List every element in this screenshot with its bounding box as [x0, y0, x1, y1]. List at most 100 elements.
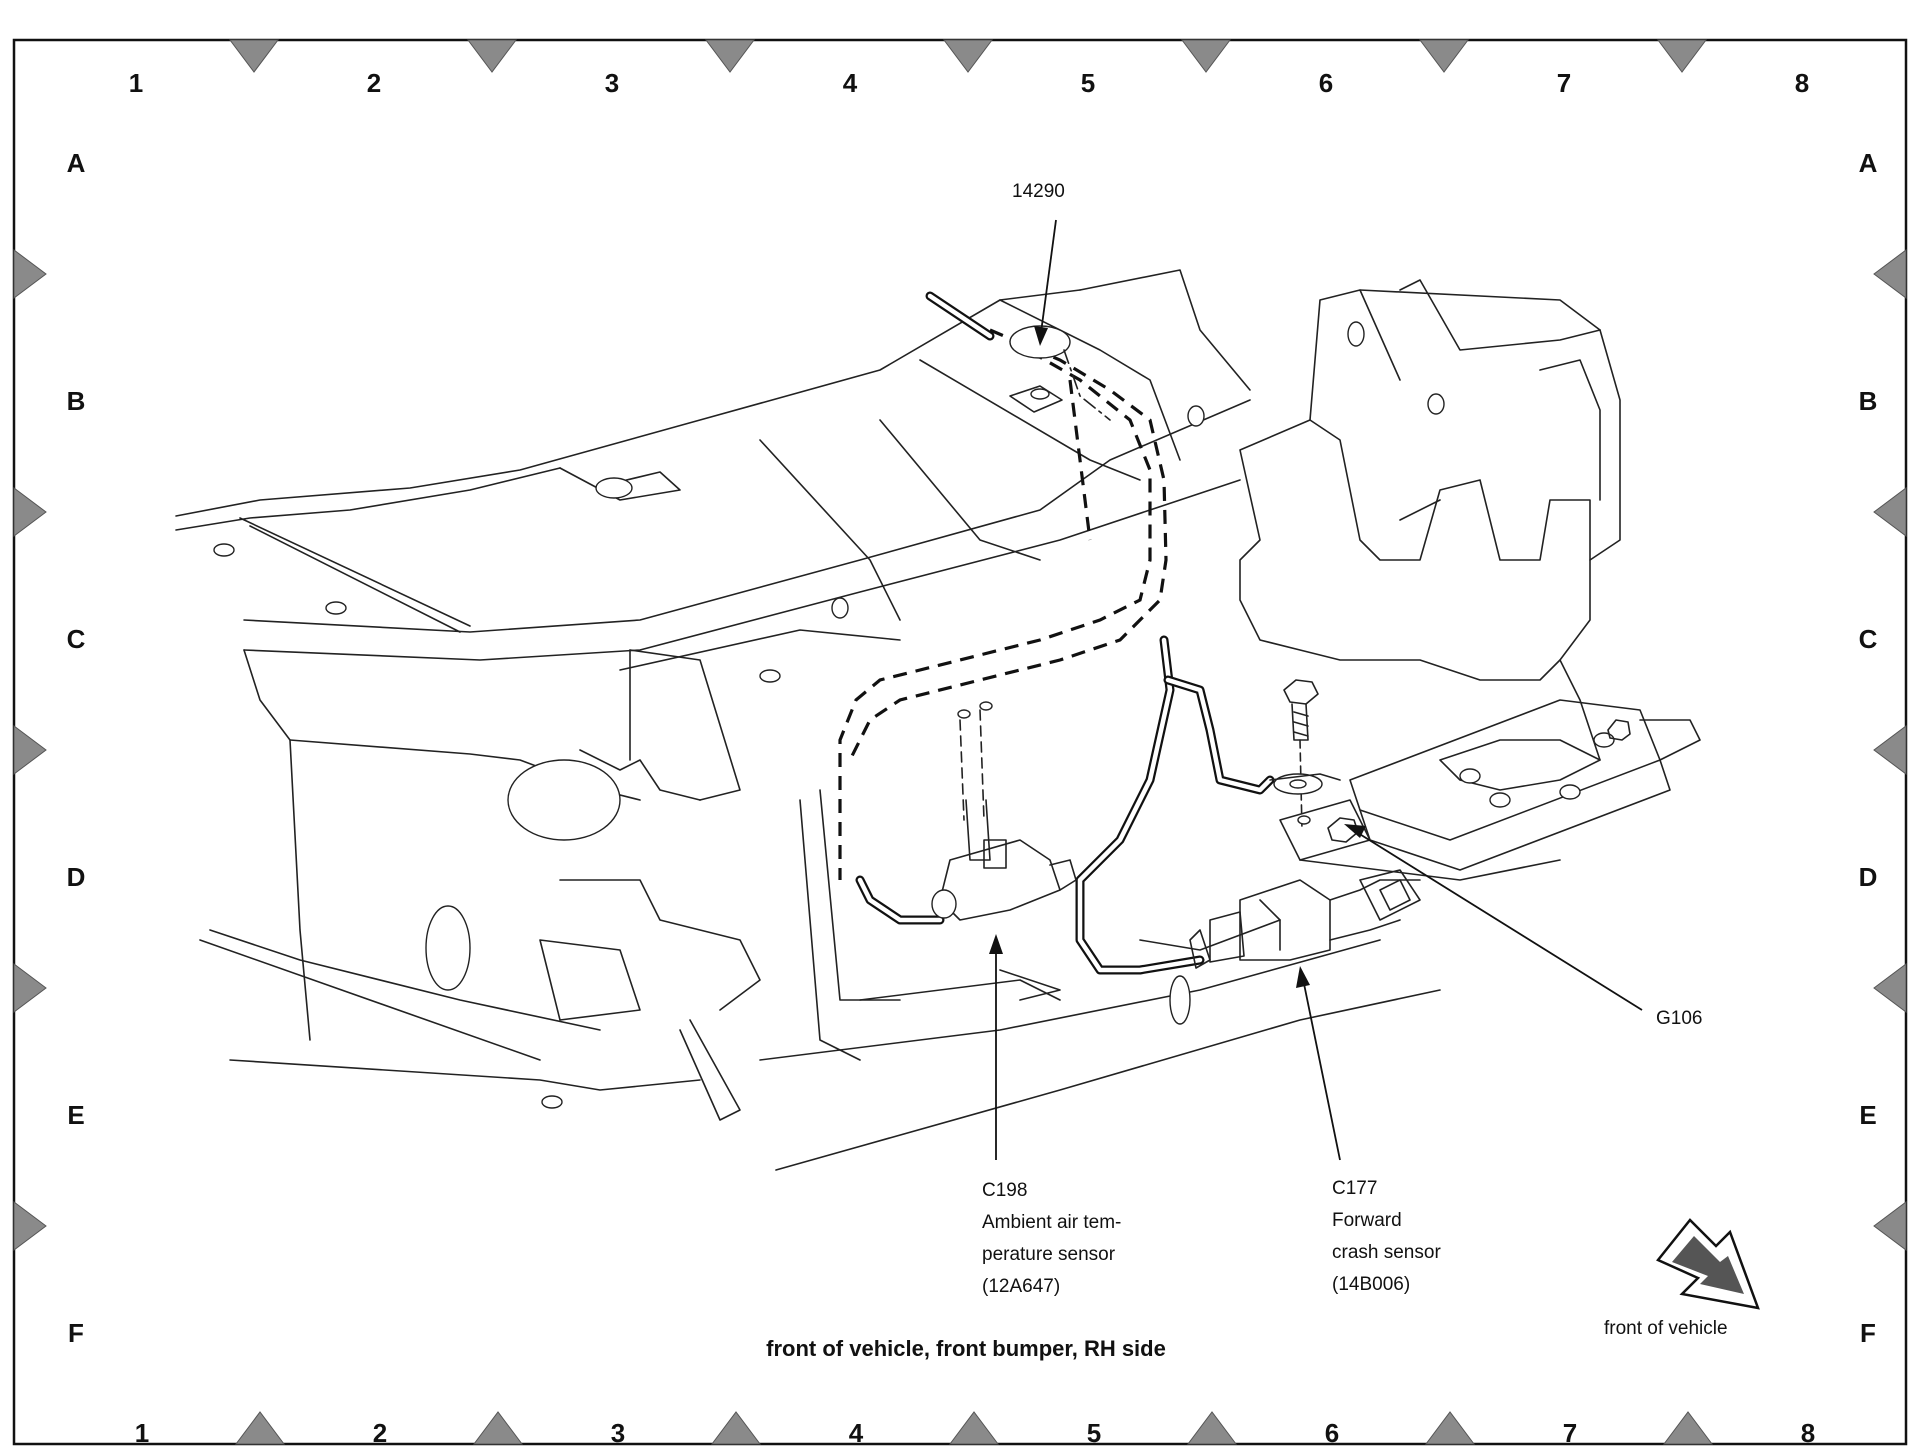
lower-panel-edge [759, 939, 1381, 1061]
plate-hole [1459, 768, 1481, 784]
sensor-body [939, 839, 1061, 921]
harness-hidden-route-2 [838, 338, 1152, 880]
leader-arrow [1296, 966, 1310, 988]
hole [541, 1095, 563, 1109]
callout-c177-code: C177 [1332, 1178, 1377, 1199]
right-row-labels: A B C D E F [1859, 148, 1878, 1348]
plate-tab [1639, 719, 1701, 761]
hole [1187, 405, 1205, 427]
bracket-step [559, 879, 761, 1011]
harness-to-g106-inner [1165, 677, 1273, 793]
bumper-bottom [229, 1059, 701, 1091]
bumper-block [629, 649, 741, 801]
column-label: 7 [1557, 68, 1571, 98]
diagram-frame [12, 38, 1908, 1446]
sensor-lead-2 [1329, 919, 1401, 941]
clip-base [1009, 385, 1063, 413]
c177-crash-sensor [1189, 879, 1421, 969]
edge-marker [711, 1411, 761, 1445]
column-label: 4 [849, 1418, 864, 1448]
column-label: 2 [367, 68, 381, 98]
edge-marker [13, 1201, 47, 1251]
edge-marker [1873, 963, 1907, 1013]
bracket-top [1359, 289, 1601, 331]
edge-marker [1187, 1411, 1237, 1445]
callout-c198-line2: perature sensor [982, 1244, 1116, 1265]
edge-marker [1419, 39, 1469, 73]
plate-hole [1489, 792, 1511, 808]
sensor-mount-line [959, 719, 965, 821]
plate-bolt-head [1607, 719, 1631, 741]
edge-marker [467, 39, 517, 73]
rail-lower-edge [243, 399, 1251, 633]
connector-body [1239, 879, 1331, 961]
bracket-upper [1309, 289, 1401, 421]
upper-rail-lip [175, 467, 561, 531]
bolt-shank [1291, 703, 1309, 741]
edge-marker [473, 1411, 523, 1445]
bracket-inner [1539, 359, 1601, 501]
column-label: 6 [1319, 68, 1333, 98]
bumper-top [619, 629, 901, 671]
bolt-thread [1293, 711, 1309, 737]
column-label: 3 [611, 1418, 625, 1448]
ring-terminal-hole [1289, 779, 1307, 789]
hole [759, 669, 781, 683]
hole [1427, 393, 1445, 415]
edge-marker [705, 39, 755, 73]
leader-c177 [1301, 973, 1341, 1161]
callout-leaders [989, 219, 1643, 1161]
callout-c177-line2: crash sensor [1332, 1242, 1441, 1263]
edge-marker [235, 1411, 285, 1445]
column-label: 5 [1081, 68, 1095, 98]
edge-marker [229, 39, 279, 73]
edge-marker [1873, 249, 1907, 299]
edge-marker [13, 963, 47, 1013]
callout-c198-code: C198 [982, 1180, 1027, 1201]
arrow-fill [1672, 1236, 1744, 1294]
row-label: C [67, 624, 86, 654]
bracket-detail [1399, 499, 1441, 521]
bracket-upper-2 [1399, 279, 1621, 561]
edge-marker [13, 487, 47, 537]
plate-hole [1593, 732, 1615, 748]
center-post-2 [819, 789, 901, 1001]
callout-c177-line3: (14B006) [1332, 1274, 1410, 1295]
headlamp-bracket [1239, 419, 1591, 681]
row-label: A [67, 148, 86, 178]
column-label: 1 [129, 68, 143, 98]
diagram-caption: front of vehicle, front bumper, RH side [766, 1336, 1166, 1361]
top-edge-markers [229, 39, 1707, 73]
callout-c198-line3: (12A647) [982, 1276, 1060, 1297]
lower-loop [1169, 975, 1191, 1025]
slot [999, 969, 1061, 1001]
terminal-tab [1269, 773, 1341, 781]
row-label: C [1859, 624, 1878, 654]
edge-marker [1657, 39, 1707, 73]
callout-c198: C198 Ambient air tem- perature sensor (1… [982, 1180, 1121, 1297]
rail-fold [759, 439, 901, 621]
bumper-left-edge [243, 649, 311, 1041]
bracket-fin [679, 1019, 741, 1121]
g106-ground-bolt [1269, 679, 1359, 843]
ground-hole [1297, 815, 1311, 825]
rail-boss-hole [595, 477, 633, 499]
callout-c198-line1: Ambient air tem- [982, 1212, 1121, 1233]
leader-g106 [1349, 827, 1643, 1011]
edge-marker [949, 1411, 999, 1445]
sensor-stem [965, 799, 991, 861]
bottom-edge-markers [235, 1411, 1713, 1445]
bracket [579, 749, 701, 801]
left-edge-markers [13, 249, 47, 1251]
column-label: 4 [843, 68, 858, 98]
rail-end [1079, 269, 1251, 391]
leader-arrow [989, 934, 1003, 954]
harness-to-c198-inner [857, 877, 943, 923]
rail-fold-4 [999, 299, 1181, 461]
mount-hole [957, 709, 971, 719]
rail-lower-edge-2 [243, 479, 1241, 661]
sensor-cap [1049, 859, 1077, 891]
hole [1347, 321, 1365, 347]
leader-arrow [1034, 326, 1048, 346]
